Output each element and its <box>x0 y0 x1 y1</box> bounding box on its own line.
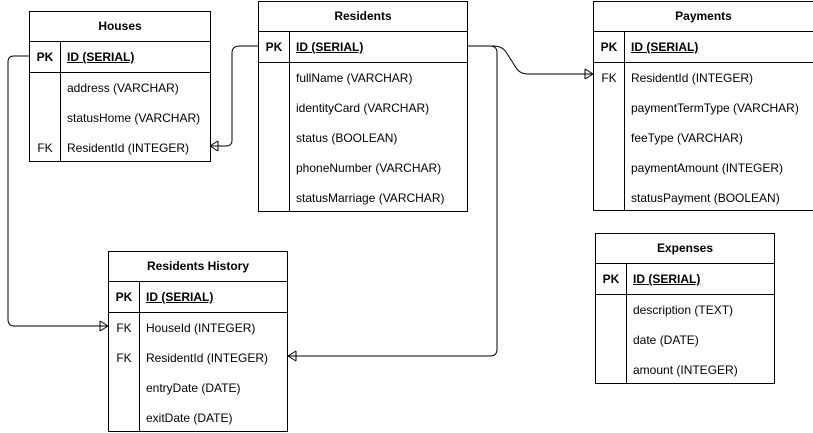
table-row: amount (INTEGER) <box>596 355 774 385</box>
table-row: PK ID (SERIAL) <box>594 32 813 63</box>
table-row: exitDate (DATE) <box>109 403 287 433</box>
table-row: FK ResidentId (INTEGER) <box>109 343 287 373</box>
field-label: statusMarriage (VARCHAR) <box>296 191 445 205</box>
crowfoot-history-resident-a <box>287 350 297 357</box>
crowfoot-history-house-b <box>99 325 109 332</box>
connector-residents-payments <box>467 45 593 75</box>
entity-houses[interactable]: Houses PK ID (SERIAL) address (VARCHAR) … <box>29 11 211 162</box>
field-label: paymentAmount (INTEGER) <box>631 161 784 175</box>
key-label: PK <box>115 290 133 304</box>
table-row: phoneNumber (VARCHAR) <box>259 153 467 183</box>
crowfoot-payments-fk-b <box>584 73 594 80</box>
column-divider <box>60 41 61 161</box>
entity-expenses[interactable]: Expenses PK ID (SERIAL) description (TEX… <box>595 233 775 384</box>
field-label: fullName (VARCHAR) <box>296 71 413 85</box>
entity-title: Residents History <box>109 252 287 282</box>
table-row: FK ResidentId (INTEGER) <box>30 133 210 163</box>
table-row: status (BOOLEAN) <box>259 123 467 153</box>
field-label: status (BOOLEAN) <box>296 131 398 145</box>
entity-residents-history[interactable]: Residents History PK ID (SERIAL) FK Hous… <box>108 251 288 432</box>
entity-payments[interactable]: Payments PK ID (SERIAL) FK ResidentId (I… <box>593 1 813 211</box>
field-label: date (DATE) <box>633 333 699 347</box>
key-label: FK <box>116 321 132 335</box>
field-label: entryDate (DATE) <box>146 381 241 395</box>
crowfoot-payments-fk-a <box>584 68 594 75</box>
key-label: PK <box>602 272 620 286</box>
field-label: phoneNumber (VARCHAR) <box>296 161 442 175</box>
field-label: HouseId (INTEGER) <box>146 321 256 335</box>
key-label: FK <box>37 141 53 155</box>
entity-title: Houses <box>30 12 210 42</box>
key-label: PK <box>600 40 618 54</box>
field-label: amount (INTEGER) <box>633 363 738 377</box>
table-row: address (VARCHAR) <box>30 73 210 103</box>
entity-residents[interactable]: Residents PK ID (SERIAL) fullName (VARCH… <box>258 1 468 212</box>
field-label: ID (SERIAL) <box>146 290 214 304</box>
field-label: statusPayment (BOOLEAN) <box>631 191 780 205</box>
entity-title: Residents <box>259 2 467 32</box>
field-label: ResidentId (INTEGER) <box>631 71 754 85</box>
table-row: PK ID (SERIAL) <box>596 264 774 295</box>
table-row: description (TEXT) <box>596 295 774 325</box>
crowfoot-houses-fk <box>209 140 219 147</box>
field-label: identityCard (VARCHAR) <box>296 101 430 115</box>
field-label: ID (SERIAL) <box>296 40 364 54</box>
table-row: PK ID (SERIAL) <box>259 32 467 63</box>
crowfoot-history-resident-b <box>287 355 297 362</box>
column-divider <box>289 31 290 211</box>
table-row: paymentTermType (VARCHAR) <box>594 93 813 123</box>
table-row: statusPayment (BOOLEAN) <box>594 183 813 213</box>
entity-title: Expenses <box>596 234 774 264</box>
table-row: entryDate (DATE) <box>109 373 287 403</box>
key-label: PK <box>36 50 54 64</box>
table-row: PK ID (SERIAL) <box>109 282 287 313</box>
table-row: statusHome (VARCHAR) <box>30 103 210 133</box>
field-label: statusHome (VARCHAR) <box>67 111 201 125</box>
table-row: PK ID (SERIAL) <box>30 42 210 73</box>
table-row: identityCard (VARCHAR) <box>259 93 467 123</box>
column-divider <box>139 281 140 431</box>
column-divider <box>626 263 627 383</box>
field-label: feeType (VARCHAR) <box>631 131 743 145</box>
field-label: address (VARCHAR) <box>67 81 179 95</box>
field-label: ResidentId (INTEGER) <box>146 351 269 365</box>
field-label: ID (SERIAL) <box>633 272 701 286</box>
entity-title: Payments <box>594 2 813 32</box>
field-label: description (TEXT) <box>633 303 734 317</box>
table-row: date (DATE) <box>596 325 774 355</box>
field-label: exitDate (DATE) <box>146 411 233 425</box>
key-label: FK <box>601 71 617 85</box>
crowfoot-houses-fk-b <box>209 145 219 152</box>
field-label: paymentTermType (VARCHAR) <box>631 101 799 115</box>
table-row: FK ResidentId (INTEGER) <box>594 63 813 93</box>
column-divider <box>624 31 625 210</box>
table-row: paymentAmount (INTEGER) <box>594 153 813 183</box>
table-row: statusMarriage (VARCHAR) <box>259 183 467 213</box>
table-row: FK HouseId (INTEGER) <box>109 313 287 343</box>
connector-houses-residents <box>210 45 258 147</box>
key-label: FK <box>116 351 132 365</box>
table-row: fullName (VARCHAR) <box>259 63 467 93</box>
field-label: ID (SERIAL) <box>631 40 699 54</box>
field-label: ID (SERIAL) <box>67 50 135 64</box>
field-label: ResidentId (INTEGER) <box>67 141 190 155</box>
crowfoot-history-house-a <box>99 320 109 327</box>
key-label: PK <box>265 40 283 54</box>
table-row: feeType (VARCHAR) <box>594 123 813 153</box>
